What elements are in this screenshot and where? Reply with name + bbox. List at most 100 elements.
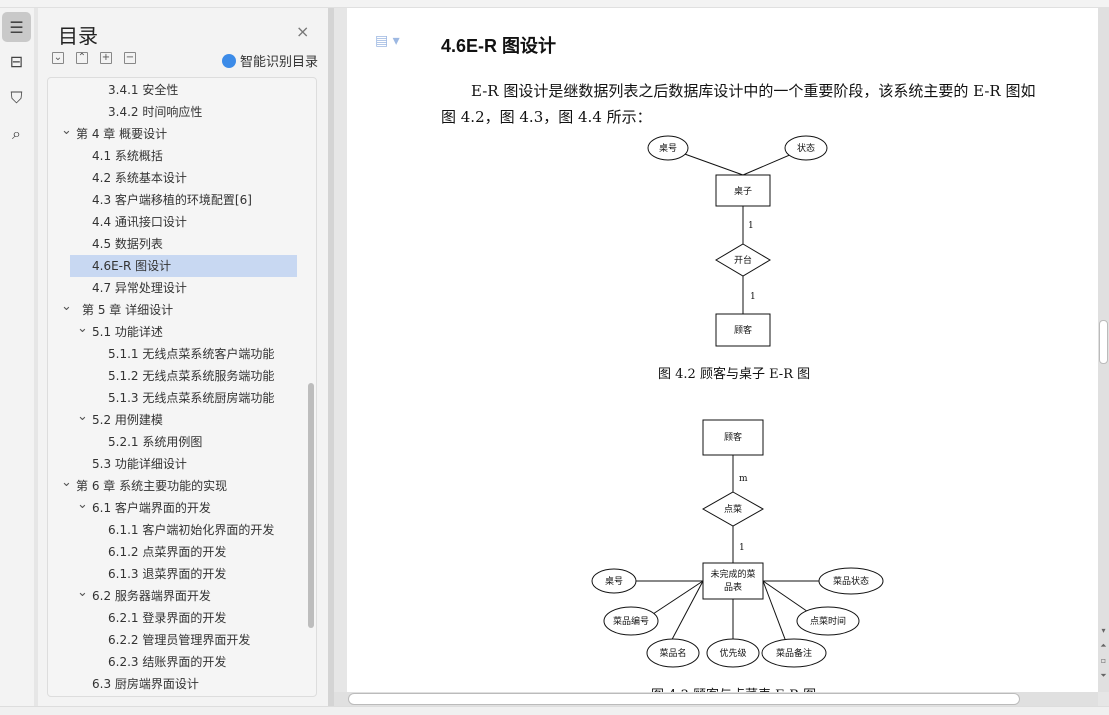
toc-item[interactable]: ⌄5.2 用例建模 [48,409,303,431]
chevron-down-icon[interactable]: ⌄ [61,475,72,490]
toc-item[interactable]: 3.4.1 安全性 [48,79,303,101]
outline-icon[interactable]: ⊟ [9,51,24,71]
toc-item-label: 5.1.3 无线点菜系统厨房端功能 [108,391,275,405]
toc-item-label: 4.5 数据列表 [92,237,163,251]
collapse-all-button[interactable]: ⌄ [52,52,64,64]
toc-item[interactable]: 6.1.3 退菜界面的开发 [48,563,303,585]
toc-item-label: 6.3 厨房端界面设计 [92,677,199,691]
cardinality-label: 1 [750,292,756,302]
add-level-button[interactable]: + [100,52,112,64]
toc-item-label: 5.3 功能详细设计 [92,457,187,471]
toc-item-label: 5.2.1 系统用例图 [108,435,203,449]
toc-item[interactable]: ⌄5.1 功能详述 [48,321,303,343]
toc-item-label: 4.6E-R 图设计 [92,259,172,273]
toc-item[interactable]: 5.2.1 系统用例图 [48,431,303,453]
entity-box [715,313,771,347]
chevron-down-icon[interactable]: ⌄ [77,409,88,424]
toc-item[interactable]: 6.2.1 登录界面的开发 [48,607,303,629]
toc-item-label: 6.1 客户端界面的开发 [92,501,211,515]
attribute-ellipse [647,135,689,161]
relationship-diamond [715,243,771,277]
panel-title: 目录 [58,24,98,48]
toc-item[interactable]: ⌄第 6 章 系统主要功能的实现 [48,475,303,497]
panel-divider[interactable] [328,8,334,706]
toc-item[interactable]: ⌄6.2 服务器端界面开发 [48,585,303,607]
toc-item[interactable]: 4.2 系统基本设计 [48,167,303,189]
toc-item[interactable]: 5.1.1 无线点菜系统客户端功能 [48,343,303,365]
toc-item[interactable]: 6.1.1 客户端初始化界面的开发 [48,519,303,541]
remove-level-button[interactable]: − [124,52,136,64]
toc-scrollbar[interactable] [308,383,314,628]
toc-item[interactable]: 6.2.2 管理员管理界面开发 [48,629,303,651]
vertical-scroll-thumb[interactable] [1099,320,1108,364]
chevron-down-icon[interactable]: ⌄ [61,299,72,314]
attr-label: 点菜时间 [810,615,846,627]
toc-item-label: 6.1.1 客户端初始化界面的开发 [108,523,275,537]
toc-panel: 目录 × ⌄ ⌃ + − 智能识别目录 3.4.1 安全性 3.4.2 时间响应性… [38,8,328,706]
er-diagram-2: 顾客 m 点菜 1 未完成的菜 品表 桌号 菜品编号 菜品名 优先级 菜品备注 … [591,419,884,668]
scroll-down-icon[interactable]: ▾ [1101,626,1106,635]
entity-box [702,419,764,456]
er-diagram-1: 桌号 状态 桌子 1 开台 1 顾客 [647,135,828,347]
toc-item[interactable]: ⌄第 5 章 详细设计 [48,299,303,321]
attr-label: 菜品名 [659,647,686,659]
body-paragraph: E-R 图设计是继数据列表之后数据库设计中的一个重要阶段，该系统主要的 E-R … [441,82,1036,126]
smart-recognize-toc-button[interactable]: 智能识别目录 [222,51,318,70]
toc-item[interactable]: 6.3 厨房端界面设计 [48,673,303,695]
left-icon-bar: ☰ ⊟ ⛉ ⌕ [0,8,34,706]
top-strip [0,0,1109,8]
toc-item[interactable]: 4.3 客户端移植的环境配置[6] [48,189,303,211]
toc-item[interactable]: 5.1.2 无线点菜系统服务端功能 [48,365,303,387]
chevron-down-icon[interactable]: ⌄ [61,123,72,138]
figure-caption: 图 4.2 顾客与桌子 E-R 图 [658,367,811,382]
toc-item-label: 6.2.1 登录界面的开发 [108,611,227,625]
horizontal-scroll-thumb[interactable] [348,693,1020,705]
toc-item[interactable]: 4.4 通讯接口设计 [48,211,303,233]
toc-item[interactable]: ⌄第 4 章 概要设计 [48,123,303,145]
bookmark-icon[interactable]: ⛉ [10,88,23,107]
attr-label: 优先级 [719,647,746,659]
toc-item-label: 6.1.3 退菜界面的开发 [108,567,227,581]
er-diagrams: 桌号 状态 桌子 1 开台 1 顾客 [591,135,884,668]
toc-item[interactable]: 5.3 功能详细设计 [48,453,303,475]
toc-item[interactable]: 5.1.3 无线点菜系统厨房端功能 [48,387,303,409]
attribute-ellipse [761,638,827,668]
close-icon[interactable]: × [296,22,310,41]
entity-box [702,562,764,600]
toc-item-label: 4.1 系统概括 [92,149,163,163]
document-page: ▤ ▾ 4.6E-R 图设计 E-R 图设计是继数据列表之后数据库设计中的一个重… [347,8,1098,692]
section-heading: 4.6E-R 图设计 [441,36,557,56]
toc-item[interactable]: 6.1.2 点菜界面的开发 [48,541,303,563]
toc-item[interactable]: 6.2.3 结账界面的开发 [48,651,303,673]
toc-item[interactable]: 4.1 系统概括 [48,145,303,167]
chevron-down-icon[interactable]: ⌄ [77,585,88,600]
horizontal-scrollbar[interactable] [334,692,1098,706]
document-icon[interactable]: ▤ ▾ [375,33,400,49]
toc-item-label: 3.4.2 时间响应性 [108,105,203,119]
toc-item[interactable]: 4.7 异常处理设计 [48,277,303,299]
toc-item[interactable]: 4.5 数据列表 [48,233,303,255]
attribute-ellipse [591,568,637,594]
chevron-down-icon[interactable]: ⌄ [77,497,88,512]
search-icon[interactable]: ⌕ [12,124,21,143]
chevron-down-icon[interactable]: ⌄ [77,321,88,336]
expand-up-button[interactable]: ⌃ [76,52,88,64]
attribute-ellipse [706,638,760,668]
prev-page-icon[interactable]: ⏶ [1100,641,1107,650]
toc-item[interactable]: 3.4.2 时间响应性 [48,101,303,123]
toc-item[interactable]: 4.6E-R 图设计 [70,255,297,277]
toc-item-label: 6.1.2 点菜界面的开发 [108,545,227,559]
cardinality-label: m [739,474,748,484]
toc-item-label: 6.2.3 结账界面的开发 [108,655,227,669]
attr-label: 菜品编号 [613,615,649,627]
select-object-icon[interactable]: ▫ [1100,656,1107,665]
cardinality-label: 1 [748,221,754,231]
toc-icon[interactable]: ☰ [2,12,31,42]
attr-label: 桌号 [605,575,623,587]
toc-item[interactable]: ⌄ 6.1 客户端界面的开发 [48,497,303,519]
entity-label: 顾客 [724,431,742,443]
attribute-ellipse [603,606,659,636]
next-page-icon[interactable]: ⏷ [1100,671,1107,680]
vertical-scrollbar[interactable]: ▾ ⏶ ▫ ⏷ [1098,8,1109,692]
entity-label: 顾客 [734,324,752,336]
